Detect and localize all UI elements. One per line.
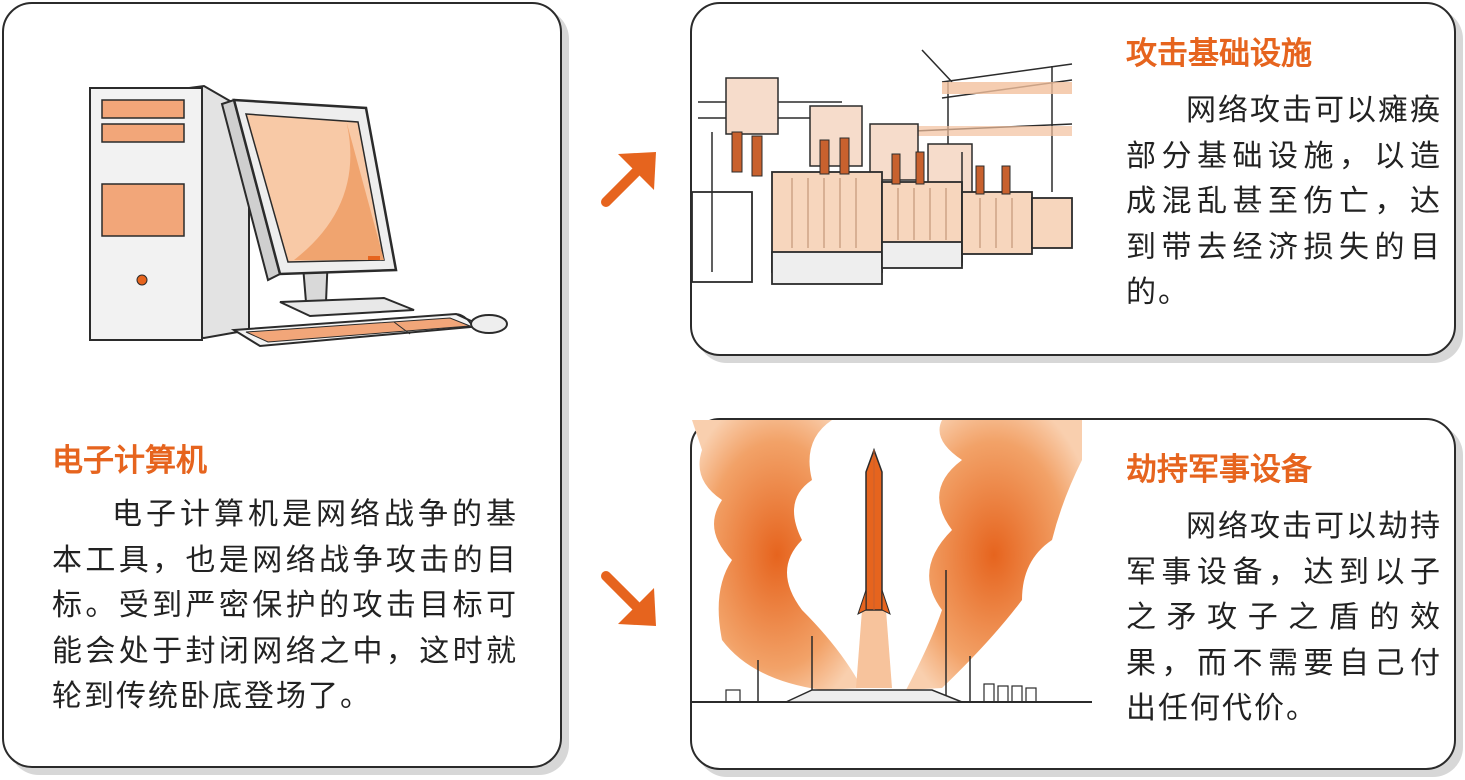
military-panel: 劫持军事设备 网络攻击可以劫持军事设备，达到以子之矛攻子之盾的效果，而不需要自己… xyxy=(690,418,1456,770)
rocket-launch-illustration xyxy=(692,420,1092,703)
infrastructure-title: 攻击基础设施 xyxy=(1126,36,1312,72)
substation-illustration xyxy=(692,49,1073,285)
computer-title: 电子计算机 xyxy=(52,443,207,479)
computer-description: 电子计算机是网络战争的基本工具，也是网络战争攻击的目标。受到严密保护的攻击目标可… xyxy=(52,497,518,714)
infrastructure-description: 网络攻击可以瘫痪部分基础设施，以造成混乱甚至伤亡，达到带去经济损失的目的。 xyxy=(1126,93,1442,310)
arrow-down-right-icon xyxy=(601,571,656,626)
computer-illustration xyxy=(89,84,508,348)
computer-panel: 电子计算机 电子计算机是网络战争的基本工具，也是网络战争攻击的目标。受到严密保护… xyxy=(2,2,562,768)
military-description: 网络攻击可以劫持军事设备，达到以子之矛攻子之盾的效果，而不需要自己付出任何代价。 xyxy=(1126,509,1442,726)
infrastructure-panel: 攻击基础设施 网络攻击可以瘫痪部分基础设施，以造成混乱甚至伤亡，达到带去经济损失… xyxy=(690,2,1456,356)
arrow-up-right-icon xyxy=(601,152,656,207)
military-title: 劫持军事设备 xyxy=(1126,452,1312,488)
